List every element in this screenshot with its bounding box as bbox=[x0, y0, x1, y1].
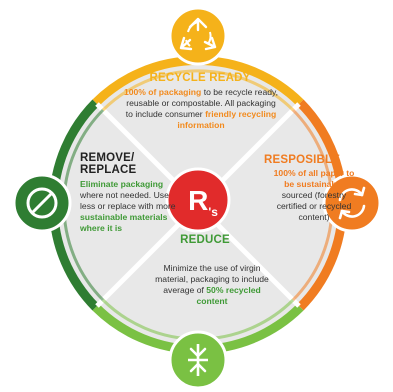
quadrant-remove bbox=[57, 106, 199, 304]
recycle-title: RECYCLE READY bbox=[149, 72, 251, 84]
reduce-title: REDUCE bbox=[180, 234, 230, 246]
recycle-arrows-icon bbox=[168, 6, 228, 66]
ring-inner-recycle bbox=[101, 69, 295, 112]
compress-arrows-icon bbox=[168, 330, 228, 390]
responsible-text: 100% of all paper to be sustainably sour… bbox=[273, 168, 355, 222]
remove-text: Eliminate packaging where not needed. Us… bbox=[80, 179, 176, 233]
center-label: R's bbox=[188, 185, 218, 219]
quadrant-responsible bbox=[198, 106, 339, 304]
cycle-arrows-icon bbox=[322, 173, 382, 233]
recycle-text: 100% of packaging to be recycle ready, r… bbox=[123, 87, 279, 130]
prohibited-icon bbox=[12, 173, 72, 233]
reduce-text: Minimize the use of virgin material, pac… bbox=[155, 263, 269, 306]
responsible-title: RESPOSIBLE bbox=[264, 154, 341, 166]
center-circle bbox=[165, 167, 231, 233]
quadrant-reduce bbox=[99, 205, 297, 346]
quadrant-recycle bbox=[99, 64, 297, 205]
remove-title: REMOVE/REPLACE bbox=[80, 152, 137, 176]
